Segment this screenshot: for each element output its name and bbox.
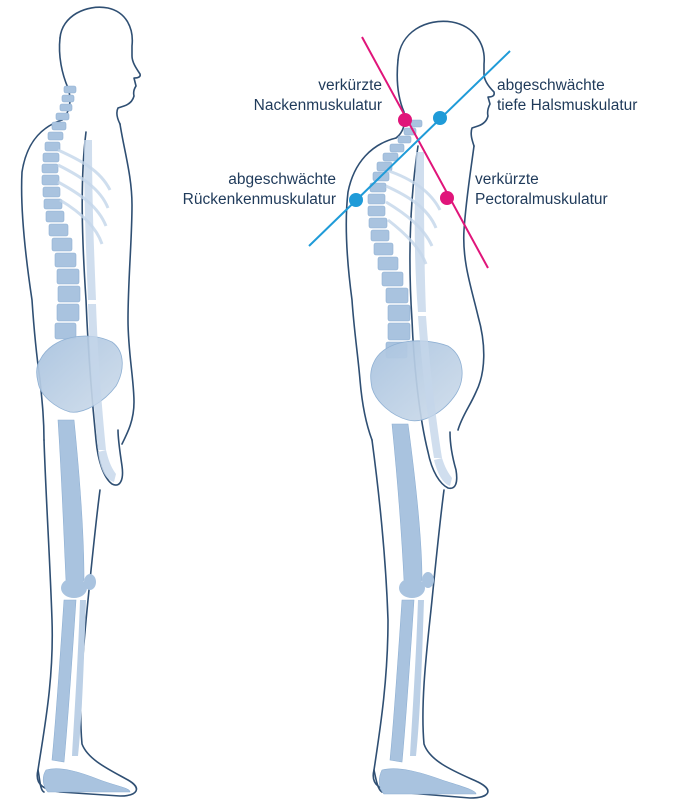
normal-pelvis — [37, 336, 123, 412]
poor-knee — [399, 578, 425, 598]
deep-neck-weak-label-line2: tiefe Halsmuskulatur — [497, 96, 677, 116]
deep-neck-weak-label-line1: abgeschwächte — [497, 76, 677, 96]
normal-knee — [61, 578, 87, 598]
neck-short-label-line1: verkürzte — [222, 76, 382, 96]
normal-tibia — [52, 600, 76, 762]
back-weak-marker — [349, 193, 363, 207]
poor-posture-figure — [309, 21, 510, 798]
back-weak-label-line2: Rückenkenmuskulatur — [150, 190, 336, 210]
normal-foot-bones — [43, 769, 130, 792]
normal-patella — [84, 574, 96, 590]
poor-tibia — [390, 600, 414, 762]
poor-patella — [422, 572, 434, 588]
poor-hand-bones — [434, 458, 452, 486]
normal-femur — [58, 420, 84, 585]
pectoral-short-marker — [440, 191, 454, 205]
neck-short-marker — [398, 113, 412, 127]
poor-spine — [368, 120, 422, 358]
pectoral-short-label: verkürzte Pectoralmuskulatur — [475, 170, 655, 210]
neck-short-label-line2: Nackenmuskulatur — [222, 96, 382, 116]
normal-skeleton — [37, 86, 130, 792]
pectoral-short-label-line1: verkürzte — [475, 170, 655, 190]
back-weak-label-line1: abgeschwächte — [150, 170, 336, 190]
poor-foot-bones — [379, 769, 476, 794]
back-weak-label: abgeschwächte Rückenkenmuskulatur — [150, 170, 336, 210]
normal-spine — [42, 86, 80, 339]
normal-humerus — [84, 140, 96, 300]
neck-short-label: verkürzte Nackenmuskulatur — [222, 76, 382, 116]
pectoral-short-label-line2: Pectoralmuskulatur — [475, 190, 655, 210]
deep-neck-weak-marker — [433, 111, 447, 125]
deep-neck-weak-label: abgeschwächte tiefe Halsmuskulatur — [497, 76, 677, 116]
normal-posture-figure — [22, 7, 141, 796]
poor-femur — [392, 424, 422, 585]
poor-pelvis — [371, 341, 462, 421]
